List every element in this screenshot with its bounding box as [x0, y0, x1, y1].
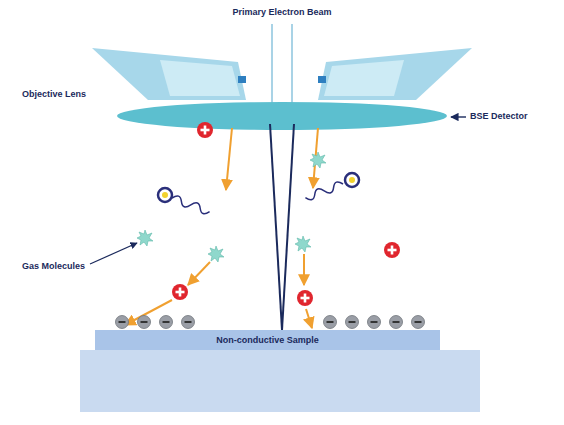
sample-band: Non-conductive Sample: [95, 330, 440, 350]
detector-label: BSE Detector: [470, 112, 528, 122]
sample-label: Non-conductive Sample: [216, 335, 319, 345]
lens-label: Objective Lens: [22, 90, 86, 100]
beam-label: Primary Electron Beam: [232, 8, 331, 18]
gas-label: Gas Molecules: [22, 262, 85, 272]
